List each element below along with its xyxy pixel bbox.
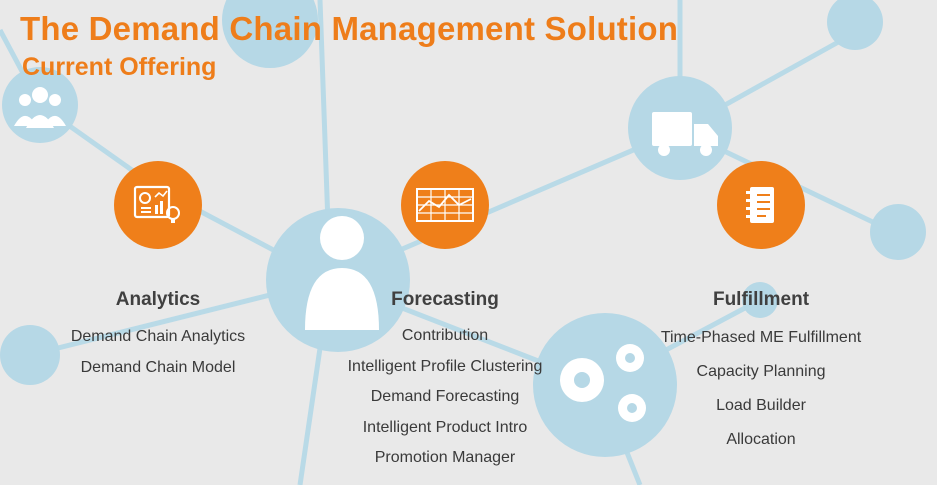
list-item: Load Builder (716, 397, 806, 414)
list-item: Demand Chain Analytics (70, 328, 246, 345)
fulfillment-column: Fulfillment Time-Phased ME Fulfillment C… (636, 161, 886, 457)
analytics-heading: Analytics (115, 289, 201, 310)
list-item: Demand Forecasting (370, 388, 520, 405)
people-icon (14, 87, 66, 128)
fulfillment-list: Time-Phased ME Fulfillment Capacity Plan… (636, 321, 886, 457)
list-item: Contribution (401, 327, 489, 344)
list-item: Demand Chain Model (80, 359, 236, 376)
forecasting-heading: Forecasting (391, 289, 499, 310)
list-item: Intelligent Product Intro (362, 418, 528, 436)
truck-icon (652, 112, 718, 156)
fulfillment-heading: Fulfillment (712, 289, 810, 310)
checklist-icon (717, 161, 805, 249)
list-item: Allocation (726, 431, 796, 448)
forecast-grid-icon (401, 161, 489, 249)
forecasting-column: Forecasting Contribution Intelligent Pro… (321, 161, 569, 474)
gears-icon (560, 344, 646, 422)
analytics-list: Demand Chain Analytics Demand Chain Mode… (40, 321, 276, 383)
analytics-column: Analytics Demand Chain Analytics Demand … (40, 161, 276, 383)
forecasting-list: Contribution Intelligent Profile Cluster… (321, 321, 569, 474)
page-subtitle: Current Offering (22, 53, 217, 81)
list-item: Promotion Manager (374, 449, 516, 466)
dashboard-icon (114, 161, 202, 249)
list-item: Intelligent Profile Clustering (347, 357, 543, 375)
list-item: Capacity Planning (696, 363, 826, 380)
user-icon (305, 216, 379, 330)
page-title: The Demand Chain Management Solution (20, 10, 679, 47)
list-item: Time-Phased ME Fulfillment (660, 329, 862, 346)
